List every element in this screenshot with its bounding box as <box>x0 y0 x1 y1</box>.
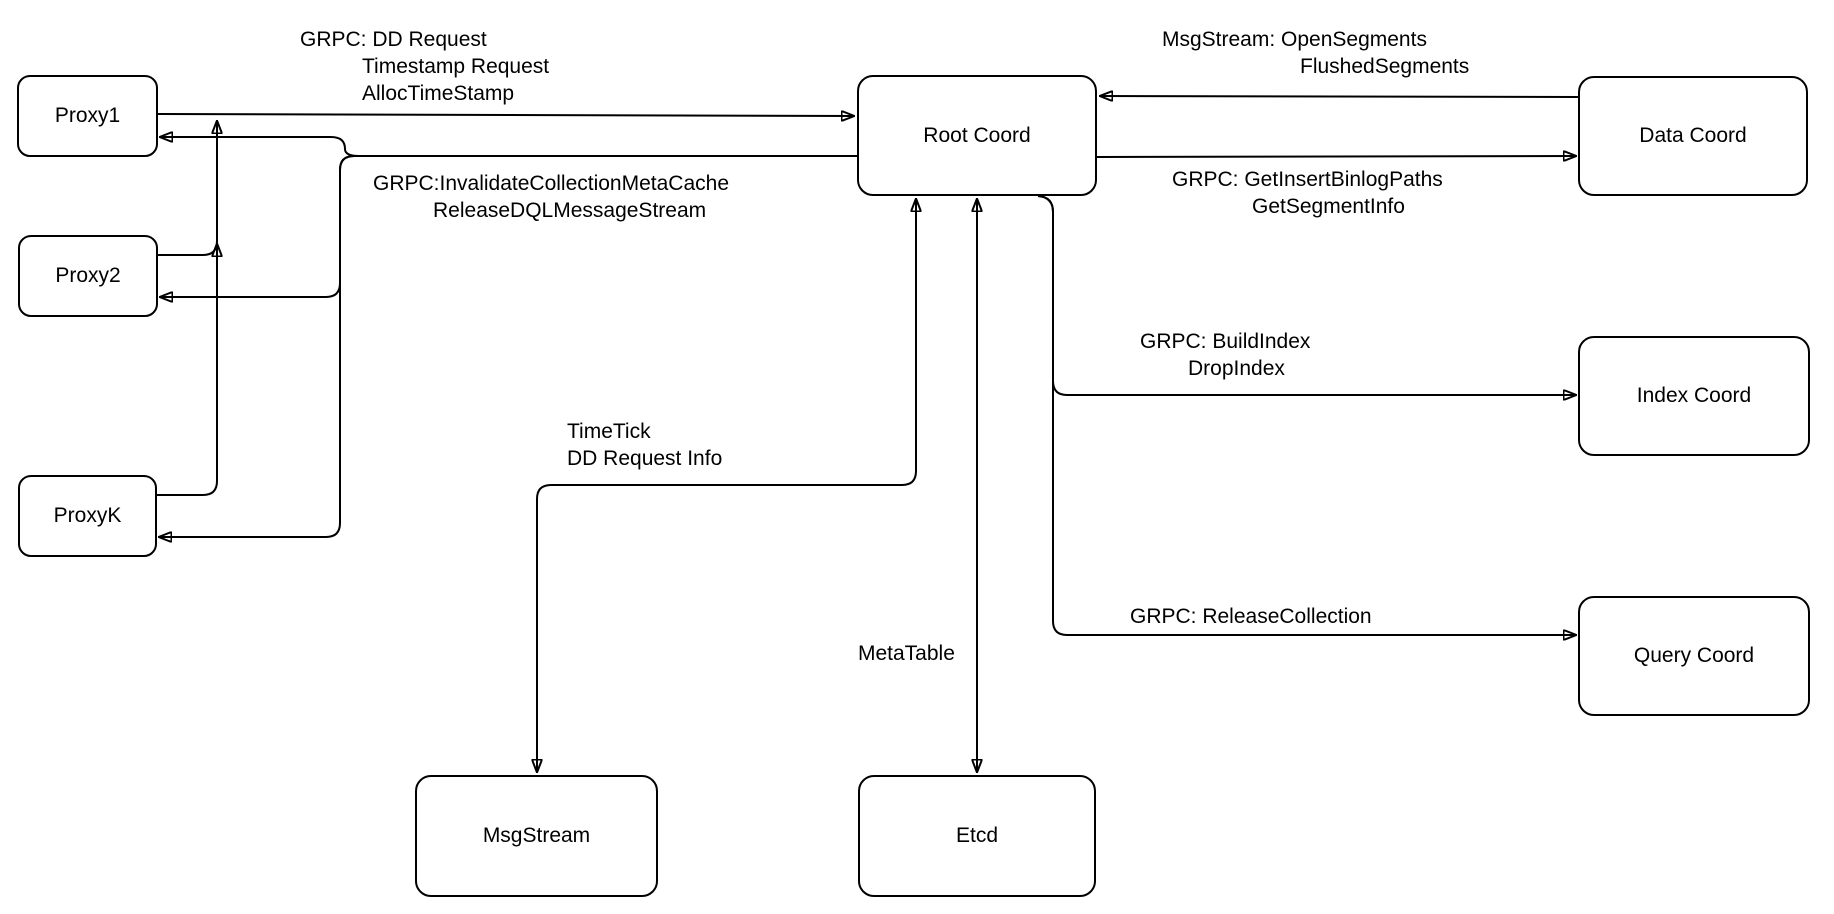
edge-label-line: TimeTick <box>567 420 651 443</box>
edge-rootcoord-msgstream <box>537 199 916 772</box>
node-index-coord-label: Index Coord <box>1636 384 1752 407</box>
edge-label-line: DD Request Info <box>567 447 723 470</box>
edge-rootcoord-to-proxy1 <box>160 137 857 157</box>
node-etcd: Etcd <box>858 775 1096 897</box>
node-proxy1-label: Proxy1 <box>54 104 121 127</box>
node-etcd-label: Etcd <box>955 824 999 847</box>
edge-label-line: MetaTable <box>858 642 955 665</box>
edge-label-line: MsgStream: OpenSegments <box>1162 28 1427 51</box>
edge-label-line: GRPC: GetInsertBinlogPaths <box>1172 168 1443 191</box>
node-data-coord: Data Coord <box>1578 76 1808 196</box>
node-proxy1: Proxy1 <box>17 75 158 157</box>
node-proxy2-label: Proxy2 <box>55 264 121 287</box>
edge-label-line: FlushedSegments <box>1300 55 1470 78</box>
edge-proxyk-to-rootcoord <box>157 244 217 496</box>
node-query-coord: Query Coord <box>1578 596 1810 716</box>
node-msgstream: MsgStream <box>415 775 658 897</box>
edge-label-root-to-msgstream: TimeTick DD Request Info <box>567 418 722 472</box>
node-data-coord-label: Data Coord <box>1639 124 1747 147</box>
edge-label-line: DropIndex <box>1188 357 1285 380</box>
node-proxyk: ProxyK <box>18 475 157 557</box>
edge-label-root-to-query: GRPC: ReleaseCollection <box>1130 603 1372 630</box>
node-proxy2: Proxy2 <box>18 235 158 317</box>
node-proxyk-label: ProxyK <box>53 504 122 527</box>
node-index-coord: Index Coord <box>1578 336 1810 456</box>
edge-label-proxy-to-root: GRPC: DD Request Timestamp Request Alloc… <box>300 26 549 107</box>
edge-label-line: Timestamp Request <box>362 55 550 78</box>
edge-label-line: GRPC: ReleaseCollection <box>1130 605 1372 628</box>
edge-label-root-to-etcd: MetaTable <box>858 640 955 667</box>
edge-label-line: GRPC:InvalidateCollectionMetaCache <box>373 172 730 195</box>
edge-rootcoord-to-datacoord <box>1096 156 1576 157</box>
edge-datacoord-to-rootcoord <box>1100 96 1579 97</box>
edge-label-line: ReleaseDQLMessageStream <box>433 199 707 222</box>
node-root-coord: Root Coord <box>857 75 1097 196</box>
edge-label-line: GRPC: DD Request <box>300 28 487 51</box>
node-msgstream-label: MsgStream <box>482 824 591 847</box>
edge-label-line: AllocTimeStamp <box>362 82 515 105</box>
edge-proxy1-to-rootcoord <box>157 114 854 116</box>
node-query-coord-label: Query Coord <box>1633 644 1755 667</box>
edge-label-root-to-data: GRPC: GetInsertBinlogPaths GetSegmentInf… <box>1172 166 1443 220</box>
edge-rootcoord-to-proxyk <box>159 155 857 537</box>
edge-label-line: GRPC: BuildIndex <box>1140 330 1311 353</box>
edge-rootcoord-to-querycoord <box>1037 195 1576 635</box>
edge-label-root-to-index: GRPC: BuildIndex DropIndex <box>1140 328 1310 382</box>
node-root-coord-label: Root Coord <box>923 123 1031 147</box>
edge-label-root-to-proxy: GRPC:InvalidateCollectionMetaCache Relea… <box>373 170 729 224</box>
edge-label-line: GetSegmentInfo <box>1252 195 1405 218</box>
edge-label-data-to-root: MsgStream: OpenSegments FlushedSegments <box>1162 26 1469 80</box>
edge-proxy2-to-rootcoord <box>158 121 217 256</box>
